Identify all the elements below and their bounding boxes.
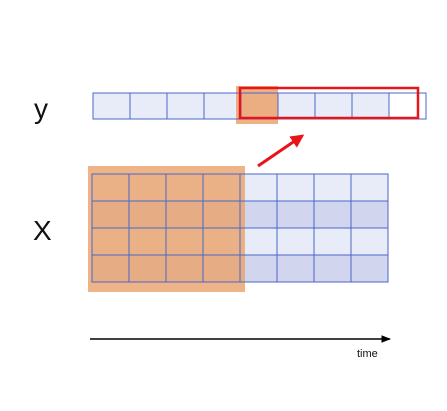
x-cell <box>351 255 388 282</box>
forecast-arrow <box>257 134 305 168</box>
y-cell <box>130 93 167 119</box>
y-cell <box>204 93 241 119</box>
time-axis-label: time <box>357 348 378 360</box>
y-forecast-window-highlight <box>238 86 420 120</box>
x-cell <box>240 255 277 282</box>
x-cell <box>351 201 388 228</box>
x-cell <box>277 255 314 282</box>
x-cell <box>351 228 388 255</box>
x-cell <box>314 201 351 228</box>
x-cell-border <box>350 254 389 283</box>
x-cell <box>314 228 351 255</box>
x-cell <box>240 228 277 255</box>
x-cell <box>277 228 314 255</box>
y-cell <box>93 93 130 119</box>
x-cell <box>314 174 351 201</box>
x-label: X <box>33 215 52 246</box>
x-feature-grid-borders <box>91 173 389 283</box>
y-label: y <box>34 93 48 124</box>
x-cell <box>277 201 314 228</box>
y-cell <box>389 93 426 119</box>
y-cell <box>278 93 315 119</box>
y-cell <box>352 93 389 119</box>
x-cell <box>277 174 314 201</box>
y-cell <box>167 93 204 119</box>
x-cell <box>351 174 388 201</box>
x-cell <box>240 174 277 201</box>
x-cell <box>240 201 277 228</box>
x-cell <box>314 255 351 282</box>
y-cell <box>315 93 352 119</box>
